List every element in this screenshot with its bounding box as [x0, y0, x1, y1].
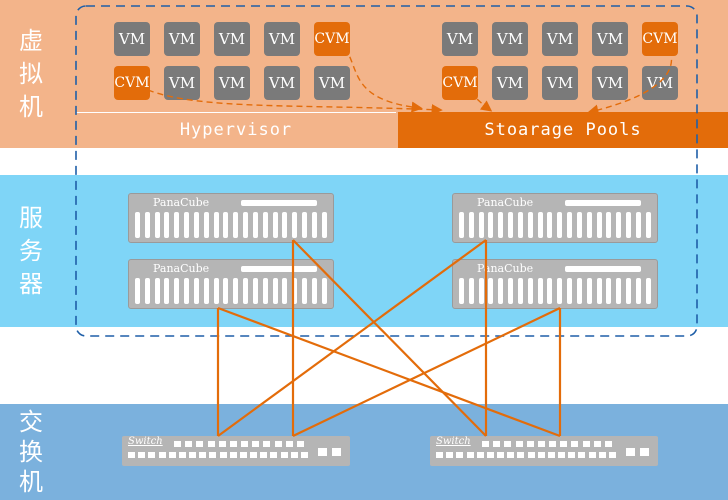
- cvm-box[interactable]: CVM: [114, 66, 150, 100]
- vm-box[interactable]: VM: [642, 66, 678, 100]
- server-indicator: [565, 266, 641, 272]
- switch-label-char: 换: [19, 438, 43, 466]
- switch-layer-label: 交 换 机: [0, 404, 62, 500]
- switch-uplink-port: [626, 448, 635, 456]
- virtual-label-char: 机: [19, 92, 43, 121]
- vm-box[interactable]: VM: [542, 22, 578, 56]
- cvm-box[interactable]: CVM: [642, 22, 678, 56]
- virtual-label-char: 虚: [19, 26, 43, 55]
- storage-pools-bar: Stoarage Pools: [398, 112, 728, 148]
- cvm-storage-arrow: [587, 49, 673, 116]
- cable: [217, 306, 561, 438]
- switch-ports-bottom: [436, 452, 616, 458]
- server-label-char: 器: [19, 269, 43, 298]
- server-indicator: [565, 200, 641, 206]
- vm-box[interactable]: VM: [264, 22, 300, 56]
- server-indicator: [241, 200, 317, 206]
- switch-ports-top: [174, 441, 304, 447]
- cvm-storage-arrow: [147, 89, 443, 116]
- server-label-char: 务: [19, 236, 43, 265]
- vm-box[interactable]: VM: [592, 22, 628, 56]
- network-switch[interactable]: Switch: [430, 436, 658, 466]
- server-unit[interactable]: PanaCube: [128, 259, 334, 309]
- vm-box[interactable]: VM: [492, 66, 528, 100]
- cvm-box[interactable]: CVM: [314, 22, 350, 56]
- switch-brand: Switch: [436, 436, 471, 447]
- virtual-layer: 虚 拟 机 VM VM VM VM CVM CVM VM VM VM VM VM…: [0, 0, 728, 148]
- virtual-label-char: 拟: [19, 59, 43, 88]
- server-unit[interactable]: PanaCube: [128, 193, 334, 243]
- cvm-storage-arrow: [469, 91, 493, 112]
- switch-label-char: 交: [19, 408, 43, 436]
- cvm-storage-arrow: [344, 47, 423, 113]
- vm-box[interactable]: VM: [214, 22, 250, 56]
- vm-box[interactable]: VM: [264, 66, 300, 100]
- server-drive-bays: [459, 278, 651, 304]
- hypervisor-label: Hypervisor: [179, 120, 293, 140]
- server-drive-bays: [459, 212, 651, 238]
- vm-box[interactable]: VM: [492, 22, 528, 56]
- switch-label-char: 机: [19, 468, 43, 496]
- vm-box[interactable]: VM: [592, 66, 628, 100]
- server-brand: PanaCube: [153, 262, 210, 275]
- server-label-char: 服: [19, 203, 43, 232]
- server-drive-bays: [135, 278, 327, 304]
- vm-box[interactable]: VM: [214, 66, 250, 100]
- server-brand: PanaCube: [153, 196, 210, 209]
- vm-box[interactable]: VM: [164, 22, 200, 56]
- server-brand: PanaCube: [477, 196, 534, 209]
- cable: [292, 239, 487, 437]
- storage-pools-label: Stoarage Pools: [484, 120, 642, 140]
- server-layer: 服 务 器 PanaCube PanaCube PanaCube PanaCub…: [0, 175, 728, 327]
- switch-ports-bottom: [128, 452, 308, 458]
- switch-brand: Switch: [128, 436, 163, 447]
- cable: [292, 307, 561, 437]
- vm-box[interactable]: VM: [542, 66, 578, 100]
- server-unit[interactable]: PanaCube: [452, 193, 658, 243]
- vm-box[interactable]: VM: [314, 66, 350, 100]
- virtual-layer-label: 虚 拟 机: [0, 0, 62, 148]
- switch-ports-top: [482, 441, 612, 447]
- server-layer-label: 服 务 器: [0, 175, 62, 327]
- network-switch[interactable]: Switch: [122, 436, 350, 466]
- switch-uplink-port: [640, 448, 649, 456]
- server-indicator: [241, 266, 317, 272]
- server-drive-bays: [135, 212, 327, 238]
- server-brand: PanaCube: [477, 262, 534, 275]
- cable: [217, 239, 487, 437]
- vm-box[interactable]: VM: [442, 22, 478, 56]
- cluster-boundary: [75, 5, 698, 337]
- switch-uplink-port: [332, 448, 341, 456]
- vm-box[interactable]: VM: [164, 66, 200, 100]
- vm-box[interactable]: VM: [114, 22, 150, 56]
- switch-uplink-port: [318, 448, 327, 456]
- hypervisor-bar: Hypervisor: [76, 112, 396, 147]
- network-cabling: [216, 239, 562, 438]
- switch-layer: 交 换 机 Switch Switch: [0, 404, 728, 500]
